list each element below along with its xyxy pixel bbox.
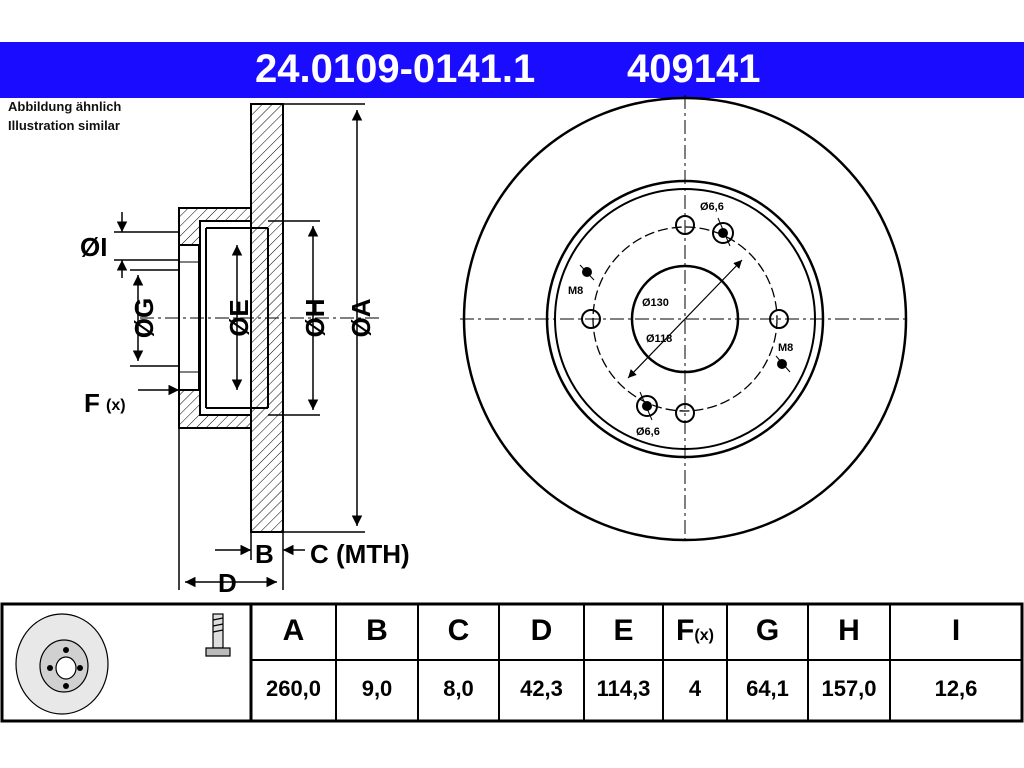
table-header-b: B [366,614,388,647]
table-grid [0,602,1024,723]
technical-drawing: ØI ØG ØE ØH ØA F (x) B C (MTH) D [80,95,910,598]
bolt-hole [581,309,601,329]
table-value-e: 114,3 [596,676,651,701]
label-dia-a: ØA [346,298,376,337]
table-header-f: F(x) [676,614,714,647]
label-hole-top: Ø6,6 [700,201,724,213]
label-d: D [218,568,237,598]
label-dia-g: ØG [129,298,159,338]
table-value-h: 157,0 [821,676,877,701]
label-pcd: Ø130 [642,297,669,309]
label-f: F [84,388,100,418]
table-header-h: H [838,614,860,647]
bolt-hole [769,309,789,329]
note-de: Abbildung ähnlich [8,99,122,114]
label-center-bore: Ø118 [646,333,672,345]
table-value-c: 8,0 [443,676,474,701]
table-value-b: 9,0 [361,676,393,701]
table-header-d: D [530,614,553,647]
locating-hole [636,395,658,417]
short-number: 409141 [627,47,761,91]
label-c-mth: C (MTH) [310,539,410,569]
bolt-hole [675,403,695,423]
label-f-sub: (x) [106,397,126,414]
bolt-icon [205,613,231,657]
front-view [460,95,910,545]
part-number: 24.0109-0141.1 [255,47,536,91]
header-bar: 24.0109-0141.1 409141 [0,42,1024,98]
label-dia-h: ØH [300,299,330,338]
table-value-g: 64,1 [746,676,789,701]
table-value-d: 42,3 [520,676,563,701]
label-b: B [255,539,274,569]
table-header-i: I [951,614,961,647]
table-header-a: A [282,614,305,647]
locating-hole [712,222,734,244]
disc-thumbnail-icon [15,613,109,715]
table-value-f: 4 [688,676,702,701]
side-dimensions [114,103,365,590]
side-section-view [140,103,380,533]
bolt-hole [675,215,695,235]
thread-hole [777,359,787,369]
table-value-a: 260,0 [265,676,322,701]
label-thread-left: M8 [568,285,583,297]
table-value-i: 12,6 [934,676,978,701]
label-hole-bottom: Ø6,6 [636,426,660,438]
spec-table: A 260,0 B 9,0 C 8,0 D 42,3 E 114,3 F(x) 4 G 64,1 H 157,… [0,602,1024,723]
label-thread-right: M8 [778,342,793,354]
table-header-g: G [755,614,780,647]
table-header-c: C [447,614,470,647]
label-dia-e: ØE [224,299,254,337]
label-dia-i: ØI [80,232,107,262]
note-en: Illustration similar [8,118,120,133]
table-header-e: E [613,614,634,647]
